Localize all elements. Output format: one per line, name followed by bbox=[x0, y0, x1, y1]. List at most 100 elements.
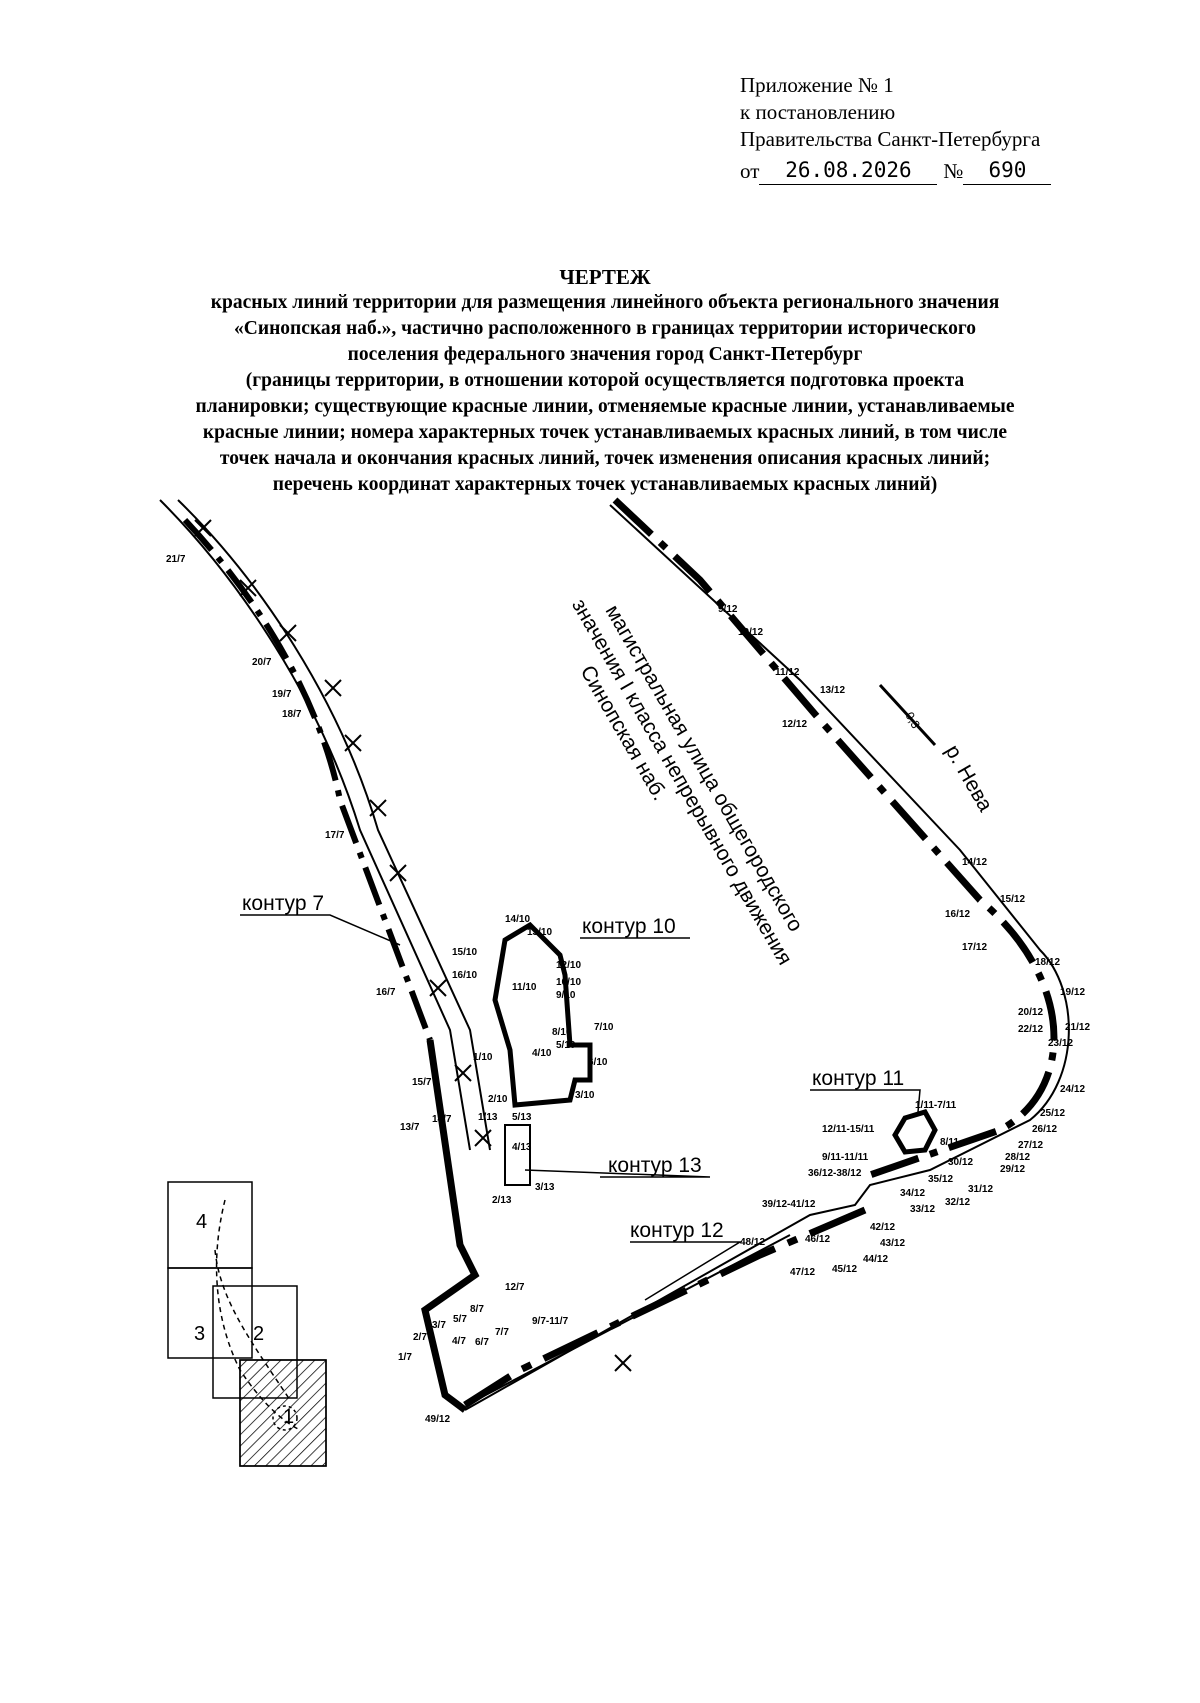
sheet-number: 4 bbox=[196, 1211, 207, 1233]
point-label: 9/12 bbox=[718, 604, 738, 615]
resolution-date: 26.08.2026 bbox=[759, 157, 938, 185]
point-label: 12/11-15/11 bbox=[822, 1124, 875, 1135]
point-label: 39/12-41/12 bbox=[762, 1199, 816, 1210]
point-label: 5/10 bbox=[556, 1040, 576, 1051]
point-label: 17/7 bbox=[325, 830, 345, 841]
point-label: 45/12 bbox=[832, 1264, 857, 1275]
point-label: 2/13 bbox=[492, 1195, 512, 1206]
contour-12-lines bbox=[463, 497, 1070, 1411]
contour-7-points: 21/7 20/7 19/7 18/7 17/7 16/7 15/7 14/7 … bbox=[166, 554, 569, 1363]
point-label: 17/12 bbox=[962, 942, 987, 953]
title-line: перечень координат характерных точек уст… bbox=[272, 474, 938, 495]
point-label: 11/10 bbox=[512, 982, 537, 993]
point-label: 13/12 bbox=[820, 685, 845, 696]
contour-13-caption: контур 13 bbox=[608, 1154, 702, 1177]
point-label: 8/11 bbox=[940, 1137, 959, 1148]
point-label: 49/12 bbox=[425, 1414, 450, 1425]
appendix-authority: Правительства Санкт-Петербурга bbox=[740, 127, 1041, 151]
contour-13-shape bbox=[504, 1124, 531, 1186]
point-label: 9/10 bbox=[556, 990, 576, 1001]
point-label: 35/12 bbox=[928, 1174, 953, 1185]
point-label: 46/12 bbox=[805, 1234, 830, 1245]
point-label: 1/10 bbox=[473, 1052, 493, 1063]
contour-7-caption: контур 7 bbox=[242, 892, 324, 915]
point-label: 1/7 bbox=[398, 1352, 412, 1363]
point-label: 47/12 bbox=[790, 1267, 815, 1278]
point-label: 36/12-38/12 bbox=[808, 1168, 862, 1179]
point-label: 25/12 bbox=[1040, 1108, 1065, 1119]
sheet-number: 3 bbox=[194, 1323, 205, 1345]
from-prefix: от bbox=[740, 159, 760, 183]
contour-11-caption: контур 11 bbox=[812, 1067, 904, 1090]
point-label: 42/12 bbox=[870, 1222, 895, 1233]
point-label: 12/12 bbox=[782, 719, 807, 730]
point-label: 14/10 bbox=[505, 914, 530, 925]
sheet-number: 1 bbox=[283, 1406, 294, 1428]
drawing-title: ЧЕРТЕЖ красных линий территории для разм… bbox=[90, 264, 1120, 498]
river-name: р. Нева bbox=[941, 741, 997, 816]
resolution-number: 690 bbox=[963, 157, 1052, 185]
point-label: 21/7 bbox=[166, 554, 186, 565]
sheet-index: 4 3 2 1 bbox=[167, 1181, 327, 1467]
point-label: 24/12 bbox=[1060, 1084, 1085, 1095]
point-label: 19/7 bbox=[272, 689, 292, 700]
point-label: 4/13 bbox=[512, 1142, 532, 1153]
point-label: 27/12 bbox=[1018, 1140, 1043, 1151]
title-line: поселения федерального значения город Са… bbox=[347, 344, 863, 365]
point-label: 6/7 bbox=[475, 1337, 489, 1348]
point-label: 16/10 bbox=[452, 970, 477, 981]
scale-mark: 0,3 bbox=[878, 683, 937, 747]
contour-7-lines bbox=[159, 499, 491, 1413]
point-label: 5/13 bbox=[512, 1112, 532, 1123]
point-label: 7/7 bbox=[495, 1327, 509, 1338]
cancel-marks bbox=[194, 519, 632, 1372]
point-label: 15/7 bbox=[412, 1077, 432, 1088]
contour-11-shape bbox=[892, 1109, 938, 1155]
point-label: 1/11-7/11 bbox=[915, 1100, 957, 1111]
point-label: 14/7 bbox=[432, 1114, 452, 1125]
point-label: 3/7 bbox=[432, 1320, 446, 1331]
contour-13-points: 1/13 5/13 4/13 3/13 2/13 bbox=[478, 1112, 555, 1206]
point-label: 6/10 bbox=[588, 1057, 608, 1068]
point-label: 15/12 bbox=[1000, 894, 1025, 905]
point-label: 7/10 bbox=[594, 1022, 614, 1033]
point-label: 31/12 bbox=[968, 1184, 993, 1195]
point-label: 43/12 bbox=[880, 1238, 905, 1249]
title-line: планировки; существующие красные линии, … bbox=[195, 396, 1015, 417]
appendix-block: Приложение № 1 к постановлению Правитель… bbox=[740, 72, 1052, 185]
point-label: 20/7 bbox=[252, 657, 272, 668]
point-label: 44/12 bbox=[863, 1254, 888, 1265]
point-label: 21/12 bbox=[1065, 1022, 1090, 1033]
river-label: р. Нева bbox=[941, 741, 997, 816]
contour-11-points: 1/11-7/11 12/11-15/11 8/11 9/11-11/11 bbox=[822, 1100, 959, 1163]
point-label: 9/7-11/7 bbox=[532, 1316, 569, 1327]
resolution-date-number: от 26.08.2026 № 690 bbox=[740, 157, 1052, 185]
contour-leaders bbox=[240, 914, 921, 1301]
point-label: 9/11-11/11 bbox=[822, 1152, 869, 1163]
point-label: 14/12 bbox=[962, 857, 987, 868]
title-line: красных линий территории для размещения … bbox=[210, 292, 1000, 313]
point-label: 23/12 bbox=[1048, 1038, 1073, 1049]
point-label: 3/10 bbox=[575, 1090, 595, 1101]
point-label: 28/12 bbox=[1005, 1152, 1030, 1163]
point-label: 18/7 bbox=[282, 709, 302, 720]
point-label: 22/12 bbox=[1018, 1024, 1043, 1035]
title-line: точек начала и окончания красных линий, … bbox=[219, 448, 991, 469]
appendix-subtitle: к постановлению bbox=[740, 100, 896, 124]
point-label: 4/7 bbox=[452, 1336, 466, 1347]
title-heading: ЧЕРТЕЖ bbox=[559, 265, 651, 289]
point-label: 13/10 bbox=[527, 927, 552, 938]
point-label: 34/12 bbox=[900, 1188, 925, 1199]
appendix-title: Приложение № 1 bbox=[740, 73, 894, 97]
contour-12-caption: контур 12 bbox=[630, 1219, 724, 1242]
title-line: красные линии; номера характерных точек … bbox=[202, 422, 1008, 443]
point-label: 13/7 bbox=[400, 1122, 420, 1133]
point-label: 20/12 bbox=[1018, 1007, 1043, 1018]
point-label: 48/12 bbox=[740, 1237, 765, 1248]
contour-12-points: 9/12 10/12 11/12 13/12 12/12 14/12 15/12… bbox=[425, 604, 1090, 1425]
number-prefix: № bbox=[943, 159, 964, 183]
sheet-number: 2 bbox=[253, 1323, 264, 1345]
point-label: 12/10 bbox=[556, 960, 581, 971]
contour-10-caption: контур 10 bbox=[582, 915, 676, 938]
